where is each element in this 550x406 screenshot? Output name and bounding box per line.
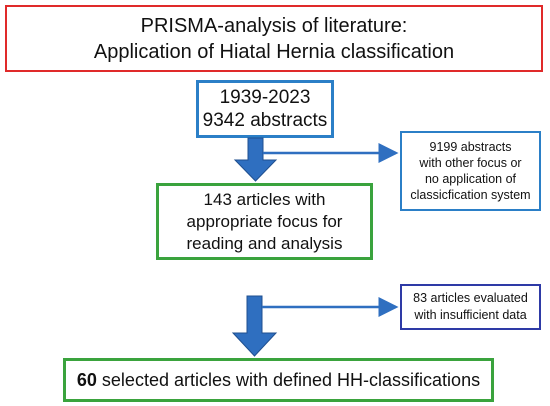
exclusion-1-line-4: classicfication system [410, 188, 531, 202]
included-box: 60 selected articles with defined HH-cla… [63, 358, 494, 402]
exclusion-2-line-1: 83 articles evaluated [413, 291, 528, 305]
exclusion-box-1: 9199 abstracts with other focus or no ap… [400, 131, 541, 211]
screening-box: 143 articles with appropriate focus for … [156, 183, 373, 260]
title-line-1: PRISMA-analysis of literature: [140, 14, 408, 37]
screening-line-3: reading and analysis [186, 233, 343, 253]
title-line-2: Application of Hiatal Hernia classificat… [93, 40, 455, 63]
screening-line-2: appropriate focus for [186, 211, 343, 231]
identification-years: 1939-2023 [219, 87, 311, 108]
title-box: PRISMA-analysis of literature: Applicati… [5, 5, 543, 72]
identification-box: 1939-2023 9342 abstracts [196, 80, 334, 138]
exclusion-box-2: 83 articles evaluated with insufficient … [400, 284, 541, 330]
down-arrow-icon [231, 295, 278, 357]
down-arrow-icon [233, 137, 278, 182]
screening-line-1: 143 articles with [203, 189, 326, 209]
included-text: selected articles with defined HH-classi… [101, 369, 481, 390]
included-count: 60 [76, 369, 97, 390]
exclusion-1-line-1: 9199 abstracts [429, 140, 512, 154]
exclusion-1-line-3: no application of [424, 172, 517, 186]
exclusion-2-line-2: with insufficient data [414, 308, 527, 322]
identification-abstracts: 9342 abstracts [202, 110, 328, 131]
exclusion-1-line-2: with other focus or [419, 156, 522, 170]
